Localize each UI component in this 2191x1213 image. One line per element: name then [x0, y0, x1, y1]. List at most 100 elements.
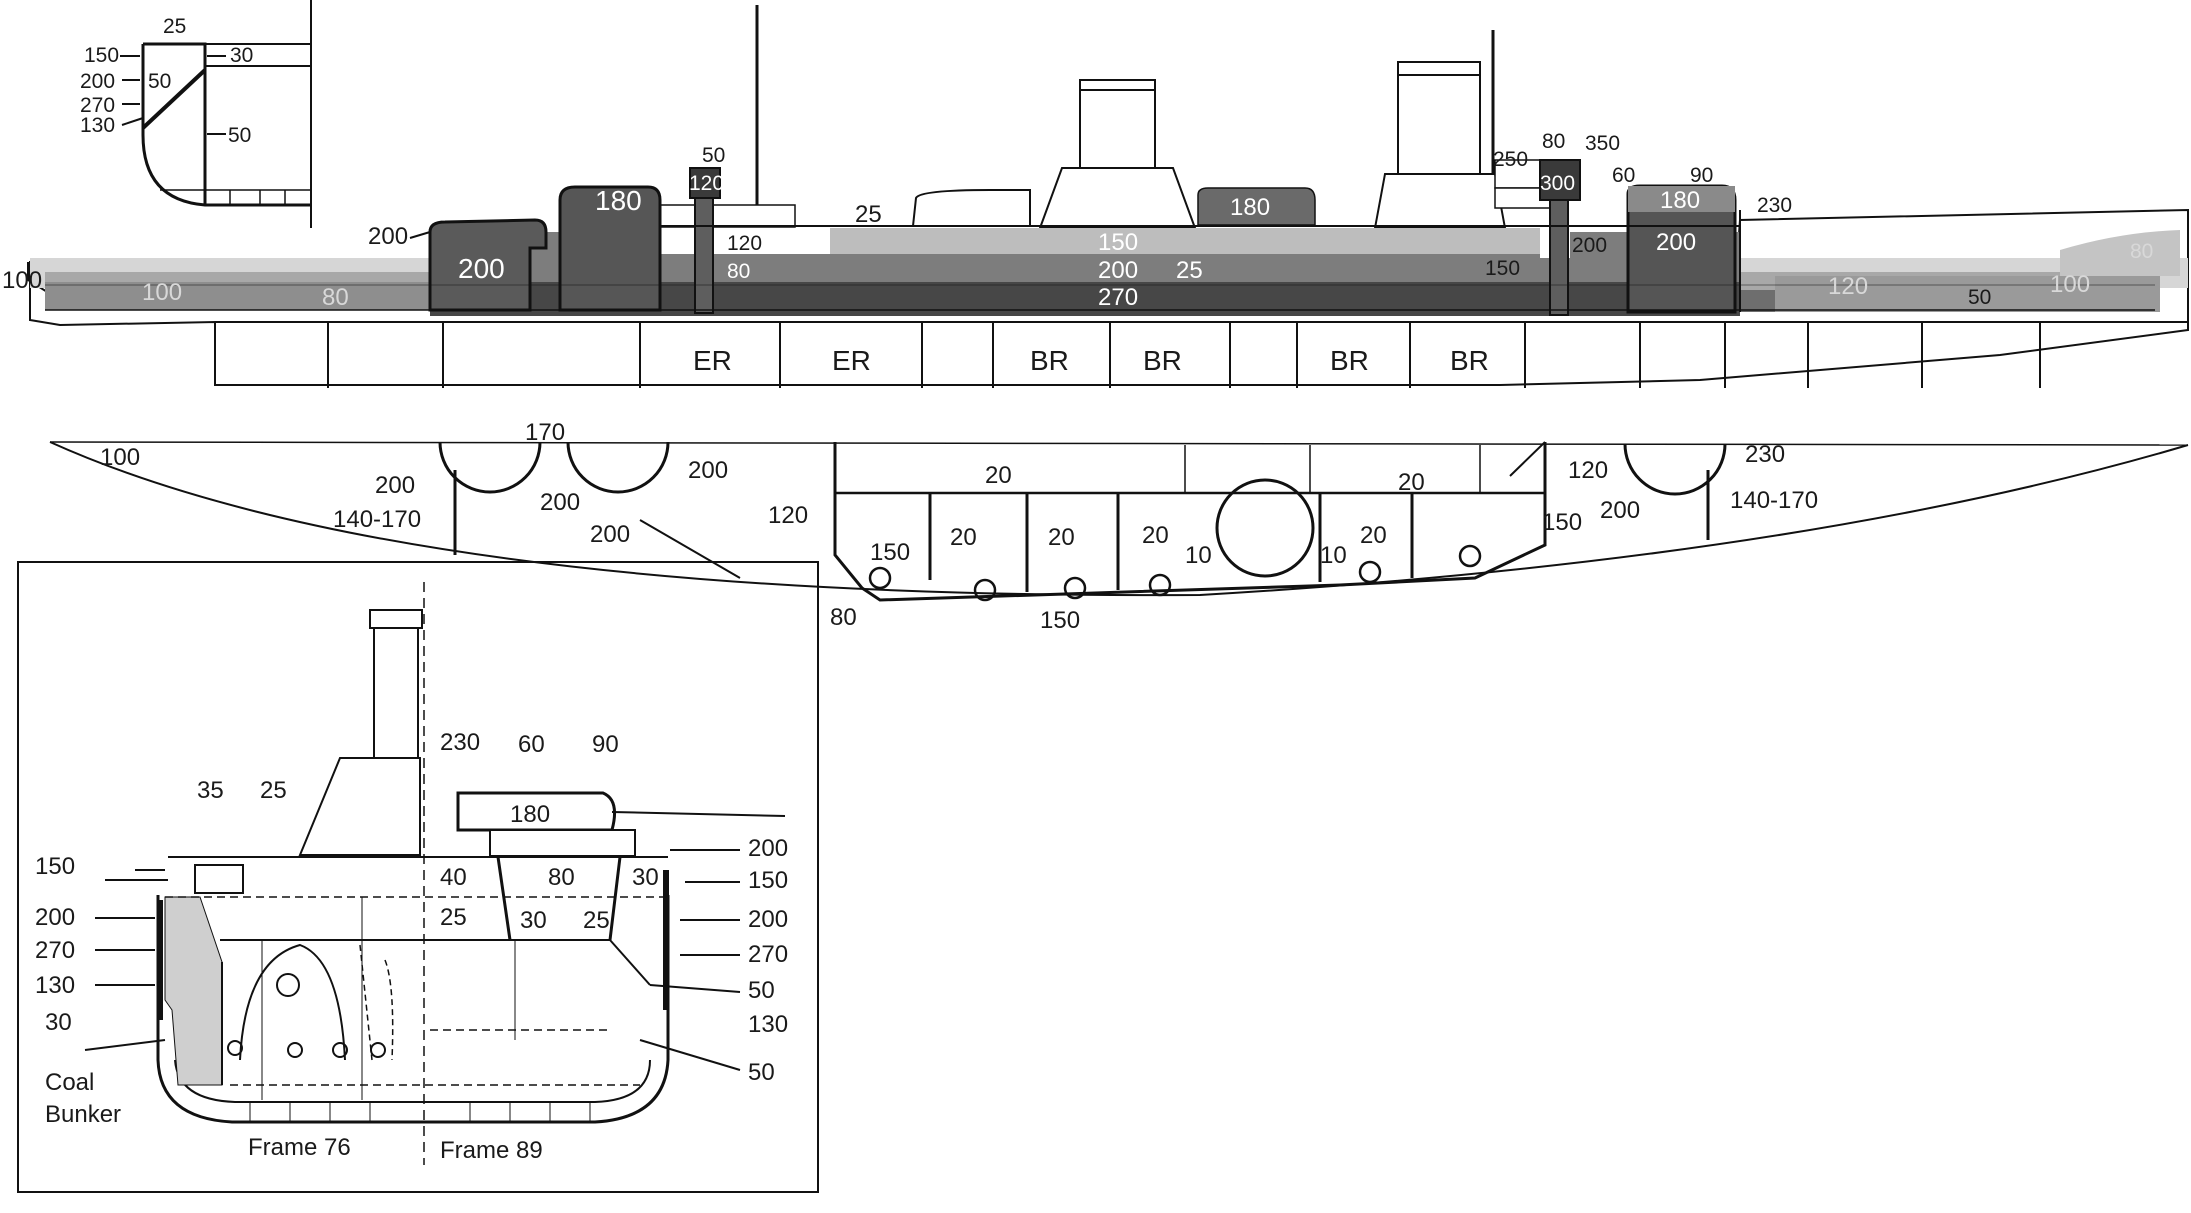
compartment-br-3: BR [1330, 345, 1369, 376]
profile-labels: 100 100 80 200 200 180 120 50 120 80 25 … [2, 130, 2153, 376]
cs-label-frame-89: Frame 89 [440, 1137, 543, 1164]
profile-label-90-aft: 90 [1690, 164, 1713, 187]
profile-label-80-fore: 80 [322, 284, 349, 311]
profile-label-80-aft-ct: 80 [1542, 130, 1565, 153]
profile-label-300-aft-ct: 300 [1540, 172, 1575, 195]
profile-label-120-tube: 120 [727, 232, 762, 255]
profile-label-250-aft: 250 [1493, 148, 1528, 171]
profile-label-25-deck: 25 [855, 201, 882, 228]
cs-label-inner-40: 40 [440, 864, 467, 891]
deck-label-200-aft: 200 [1600, 497, 1640, 524]
deck-plan [49, 441, 2189, 602]
profile-label-60-aft: 60 [1612, 164, 1635, 187]
deck-label-10-a: 10 [1185, 542, 1212, 569]
profile-label-200-turret-outer: 200 [368, 223, 408, 250]
cs-label-frame-76: Frame 76 [248, 1134, 351, 1161]
inset-armor-detail [141, 0, 312, 228]
cs-label-right-50b: 50 [748, 1059, 775, 1086]
cs-label-25-top: 25 [260, 777, 287, 804]
inset-label-150: 150 [84, 44, 119, 67]
cs-label-left-130: 130 [35, 972, 75, 999]
side-profile [27, 5, 2189, 388]
inset-label-30: 30 [230, 44, 253, 67]
deck-label-120-right: 120 [1568, 457, 1608, 484]
cs-label-right-130: 130 [748, 1011, 788, 1038]
profile-label-50-aft: 50 [1968, 286, 1991, 309]
profile-label-180-aft: 180 [1660, 187, 1700, 214]
funnels [1038, 61, 1507, 229]
deck-label-150-bottom: 150 [1040, 607, 1080, 634]
deck-label-200-c: 200 [540, 489, 580, 516]
cross-section-labels: 230 60 90 35 25 180 150 200 270 130 30 2… [35, 729, 788, 1164]
inset-label-50b: 50 [228, 124, 251, 147]
profile-label-200-belt: 200 [1098, 257, 1138, 284]
deck-label-230: 230 [1745, 441, 1785, 468]
cs-label-180: 180 [510, 801, 550, 828]
profile-label-270-belt: 270 [1098, 284, 1138, 311]
cs-label-90: 90 [592, 731, 619, 758]
profile-label-100-bow: 100 [2, 267, 42, 294]
cs-label-inner-30a: 30 [632, 864, 659, 891]
profile-label-80-stern: 80 [2130, 240, 2153, 263]
profile-label-200-aft-barbette: 200 [1656, 229, 1696, 256]
deck-label-20-b: 20 [1048, 524, 1075, 551]
deck-label-150-left: 150 [870, 539, 910, 566]
cs-label-left-30: 30 [45, 1009, 72, 1036]
deck-label-20-right: 20 [1398, 469, 1425, 496]
deck-label-10-b: 10 [1320, 542, 1347, 569]
compartment-er-2: ER [832, 345, 871, 376]
deck-label-170: 170 [525, 419, 565, 446]
inset-label-200: 200 [80, 70, 115, 93]
deck-label-150-right: 150 [1542, 509, 1582, 536]
deck-label-200-d: 200 [590, 521, 630, 548]
profile-label-120-aft: 120 [1828, 273, 1868, 300]
profile-label-50-ct: 50 [702, 144, 725, 167]
profile-label-180-casemate: 180 [1230, 194, 1270, 221]
deck-label-140-170-aft: 140-170 [1730, 487, 1818, 514]
profile-label-350-aft-ct: 350 [1585, 132, 1620, 155]
deck-label-20-top: 20 [985, 462, 1012, 489]
profile-label-180-barbette: 180 [595, 185, 642, 216]
deck-label-140-170-fore: 140-170 [333, 506, 421, 533]
deck-label-200-b: 200 [375, 472, 415, 499]
profile-label-200-turret: 200 [458, 253, 505, 284]
cs-label-right-200: 200 [748, 835, 788, 862]
deck-label-120-left: 120 [768, 502, 808, 529]
cross-section [17, 561, 819, 1193]
cs-label-right-150: 150 [748, 867, 788, 894]
cs-label-inner-30b: 30 [520, 907, 547, 934]
deck-label-20-c: 20 [1142, 522, 1169, 549]
inset-label-50a: 50 [148, 70, 171, 93]
inset-labels: 25 150 30 200 50 270 50 130 [80, 15, 253, 147]
profile-label-120-ct: 120 [689, 172, 724, 195]
cs-label-inner-25b: 25 [583, 907, 610, 934]
inset-label-270: 270 [80, 94, 115, 117]
cs-label-right-270: 270 [748, 941, 788, 968]
profile-label-200-aft-ct: 200 [1572, 234, 1607, 257]
deck-label-200-a: 200 [688, 457, 728, 484]
compartment-br-4: BR [1450, 345, 1489, 376]
profile-label-100-stern: 100 [2050, 271, 2090, 298]
leader-lines [84, 55, 741, 1071]
cs-label-right-200b: 200 [748, 906, 788, 933]
cs-label-bunker: Bunker [45, 1101, 121, 1128]
inset-label-130: 130 [80, 114, 115, 137]
compartment-br-1: BR [1030, 345, 1069, 376]
profile-label-80-tube: 80 [727, 260, 750, 283]
compartment-er-1: ER [693, 345, 732, 376]
profile-label-150-belt: 150 [1098, 229, 1138, 256]
cs-label-coal: Coal [45, 1069, 94, 1096]
deck-label-20-d: 20 [1360, 522, 1387, 549]
profile-label-150-aft: 150 [1485, 257, 1520, 280]
cs-label-inner-25a: 25 [440, 904, 467, 931]
cs-label-right-50: 50 [748, 977, 775, 1004]
deck-label-100: 100 [100, 444, 140, 471]
profile-label-25-belt: 25 [1176, 257, 1203, 284]
profile-label-230-aft: 230 [1757, 194, 1792, 217]
cs-label-left-150: 150 [35, 853, 75, 880]
deck-label-80: 80 [830, 604, 857, 631]
cs-label-35: 35 [197, 777, 224, 804]
cs-label-inner-80: 80 [548, 864, 575, 891]
cs-label-230: 230 [440, 729, 480, 756]
